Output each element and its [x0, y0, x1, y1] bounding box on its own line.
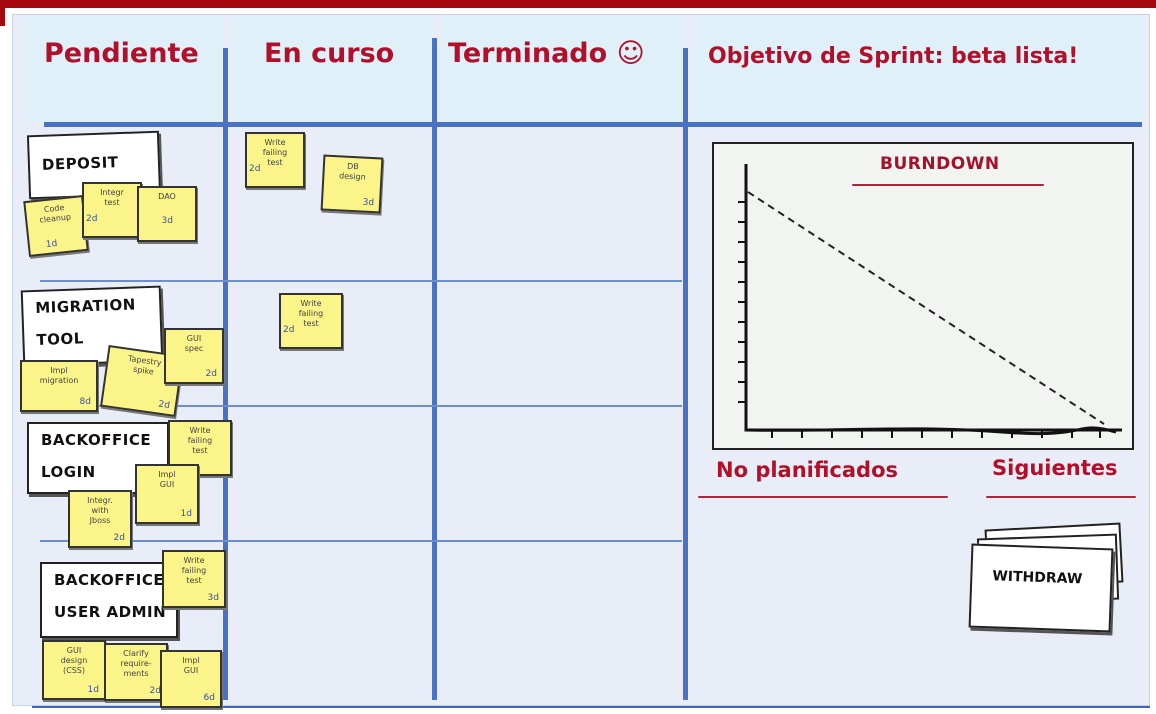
top-bar [0, 0, 1156, 8]
burndown-title: BURNDOWN [880, 154, 1000, 174]
column-divider-1 [223, 48, 228, 700]
task-sticky-write-failing-test: Write failing test [168, 420, 232, 476]
burndown-x-ticks [771, 430, 1101, 438]
task-text: Integr. with Jboss [87, 496, 113, 525]
task-estimate: 1d [87, 685, 99, 695]
task-sticky-gui-spec: GUI spec 2d [164, 328, 224, 384]
header-band-goal [693, 15, 1143, 123]
task-sticky-dao: DAO 3d [137, 186, 197, 242]
burndown-ideal-line [747, 191, 1105, 425]
task-text: Write failing test [187, 426, 213, 455]
column-title-sprint-goal: Objetivo de Sprint: beta lista! [708, 44, 1079, 69]
task-estimate: 3d [207, 593, 219, 603]
header-divider [44, 122, 1142, 127]
header-band-in-progress [231, 15, 431, 123]
task-text: Impl GUI [182, 656, 200, 675]
column-title-done: Terminado ☺ [448, 38, 645, 69]
task-sticky-write-failing-test: Write failing test 2d [245, 132, 305, 188]
task-sticky-integr-test: Integr test 2d [82, 182, 142, 238]
task-estimate: 2d [249, 164, 261, 174]
task-text: GUI design (CSS) [60, 646, 88, 675]
unplanned-underline [698, 496, 948, 498]
next-underline [986, 496, 1136, 498]
task-text: Integr test [100, 188, 124, 207]
task-estimate: 1d [180, 509, 192, 519]
column-divider-3 [683, 48, 688, 700]
column-title-in-progress: En curso [264, 38, 395, 69]
task-sticky-impl-gui: Impl GUI 1d [135, 464, 199, 524]
burndown-axes [744, 164, 1122, 432]
task-sticky-write-failing-test: Write failing test 3d [162, 550, 226, 608]
task-estimate: 2d [86, 214, 98, 224]
row-divider-1 [40, 280, 682, 282]
task-text: DAO [158, 192, 176, 201]
next-label: Siguientes [992, 456, 1118, 480]
task-sticky-gui-design-css: GUI design (CSS) 1d [42, 640, 106, 700]
task-text: Write failing test [181, 556, 207, 585]
burndown-title-underline [852, 184, 1044, 186]
task-estimate: 3d [362, 197, 375, 209]
column-divider-2 [432, 38, 437, 700]
header-band-done [441, 15, 685, 123]
row-divider-2 [40, 405, 682, 407]
task-estimate: 1d [45, 238, 58, 251]
task-text: Code cleanup [38, 203, 72, 225]
task-sticky-write-failing-test: Write failing test 2d [279, 293, 343, 349]
task-estimate: 2d [205, 369, 217, 379]
burndown-baseline [745, 426, 1117, 436]
task-sticky-db-design: DB design 3d [320, 154, 384, 214]
task-text: Write failing test [262, 138, 288, 167]
task-estimate: 6d [203, 693, 215, 703]
unplanned-label: No planificados [716, 458, 899, 482]
task-estimate: 2d [149, 686, 161, 696]
task-sticky-impl-migration: Impl migration 8d [20, 360, 98, 412]
task-sticky-code-cleanup: Code cleanup 1d [23, 195, 89, 257]
task-text: Impl migration [39, 366, 79, 385]
task-text: Impl GUI [158, 470, 176, 489]
story-card-backoffice-user-admin: BACKOFFICE USER ADMIN [40, 562, 178, 638]
header-band-pending [23, 15, 223, 123]
task-sticky-impl-gui: Impl GUI 6d [160, 650, 222, 708]
column-title-pending: Pendiente [44, 38, 199, 69]
task-sticky-integr-with-jboss: Integr. with Jboss 2d [68, 490, 132, 548]
next-card-title: WITHDRAW [992, 568, 1083, 588]
task-text: GUI spec [184, 334, 204, 353]
task-text: Write failing test [298, 299, 324, 328]
task-estimate: 2d [157, 399, 171, 412]
burndown-plot [738, 164, 1122, 438]
top-bar-notch [0, 8, 5, 26]
task-estimate: 2d [113, 533, 125, 543]
burndown-y-ticks [738, 201, 746, 403]
next-card-withdraw: WITHDRAW [968, 543, 1114, 633]
task-estimate: 8d [79, 397, 91, 407]
task-text: DB design [338, 161, 366, 182]
task-text: Clarify require- ments [120, 649, 152, 678]
task-estimate: 3d [161, 216, 173, 226]
task-sticky-clarify-requirements: Clarify require- ments 2d [104, 643, 168, 701]
row-divider-3 [40, 540, 682, 542]
task-estimate: 2d [283, 325, 295, 335]
